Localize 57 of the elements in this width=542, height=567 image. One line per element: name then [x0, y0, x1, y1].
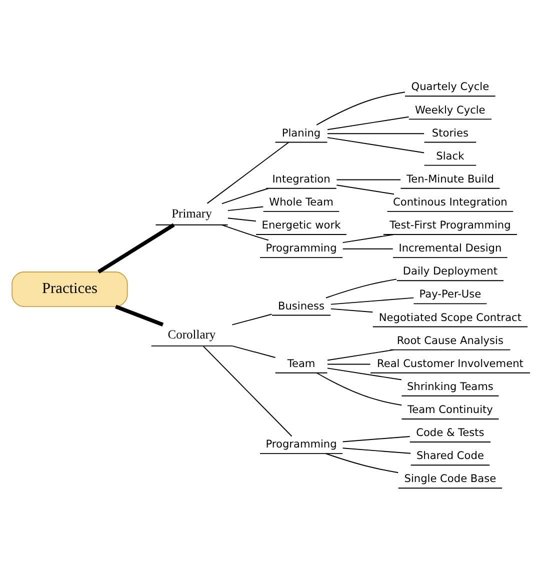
- connector: [342, 448, 412, 454]
- node-text: Real Customer Involvement: [376, 358, 524, 370]
- node-text: Energetic work: [262, 220, 341, 232]
- connector: [227, 206, 264, 212]
- connector: [342, 234, 394, 244]
- connector: [342, 436, 410, 442]
- node-text: Programming: [266, 242, 337, 255]
- connector: [327, 349, 394, 361]
- node-text: Primary: [172, 206, 212, 221]
- connector: [202, 346, 292, 437]
- connector: [342, 248, 394, 250]
- node-text: Business: [278, 300, 325, 312]
- connector: [115, 304, 164, 326]
- connector: [227, 218, 256, 222]
- node-text: Team Continuity: [407, 404, 493, 416]
- node-text: Code & Tests: [416, 427, 484, 440]
- node-text: Corollary: [168, 328, 216, 342]
- node-text: Planing: [282, 127, 321, 140]
- node-text: Test-First Programming: [390, 220, 511, 232]
- connector: [336, 184, 394, 195]
- node-text: Shared Code: [416, 450, 484, 462]
- connector: [221, 188, 269, 204]
- node-text: Whole Team: [269, 196, 334, 208]
- connector: [327, 368, 402, 380]
- node-text: Slack: [436, 150, 464, 162]
- connector: [221, 224, 269, 241]
- node-text: Shrinking Teams: [406, 380, 494, 393]
- node-text: Programming: [266, 438, 337, 451]
- node-text: Team: [287, 358, 316, 370]
- connector: [316, 92, 406, 126]
- node-text: Stories: [432, 127, 468, 140]
- node-box: Practices: [12, 272, 128, 308]
- connector: [336, 179, 401, 180]
- connector: [327, 116, 410, 130]
- connector: [327, 133, 425, 134]
- connector: [325, 278, 397, 298]
- node-text: Root Cause Analysis: [396, 334, 504, 347]
- node-text: Continous Integration: [393, 196, 508, 208]
- connector: [330, 297, 414, 305]
- connector: [330, 308, 374, 313]
- node-text: Integration: [272, 173, 330, 186]
- node-text: Negotiated Scope Contract: [378, 312, 522, 324]
- node-text: Pay-Per-Use: [419, 288, 482, 301]
- node-text: Daily Deployment: [402, 266, 498, 278]
- connector: [232, 314, 272, 326]
- connector: [327, 137, 425, 154]
- connector: [325, 453, 399, 474]
- node-text: Ten-Minute Build: [406, 173, 494, 186]
- connector: [327, 364, 371, 365]
- connector: [206, 142, 290, 204]
- connector: [232, 345, 276, 358]
- node-text: Quartely Cycle: [411, 81, 490, 94]
- connector: [98, 223, 175, 274]
- node-text: Incremental Design: [398, 242, 502, 255]
- connector: [316, 372, 402, 406]
- node-text: Weekly Cycle: [415, 104, 486, 116]
- node-text: Single Code Base: [404, 473, 496, 486]
